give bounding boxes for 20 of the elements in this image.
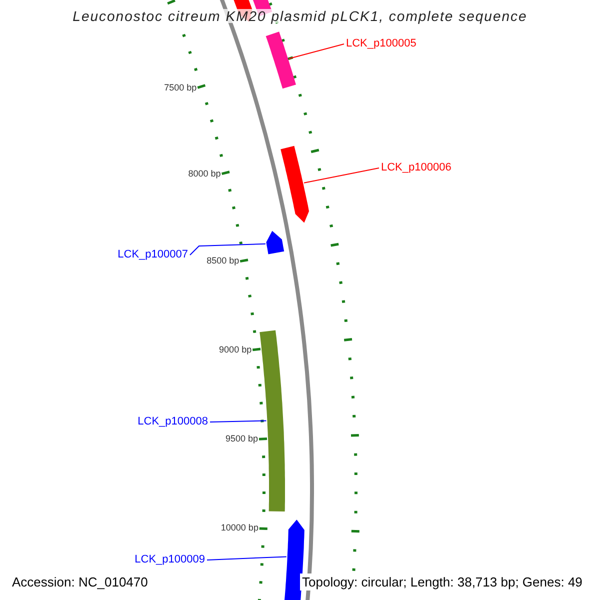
- gene-label: LCK_p100005: [346, 38, 416, 50]
- gene-label: LCK_p100006: [381, 162, 452, 174]
- gene-bar: [266, 32, 296, 89]
- leader-line: [206, 556, 287, 560]
- leader-line: [190, 243, 266, 256]
- summary-text: Topology: circular; Length: 38,713 bp; Genes: 49: [300, 574, 584, 590]
- gene-label: LCK_p100009: [134, 554, 205, 566]
- gene-label: LCK_p100008: [138, 416, 208, 428]
- gene-arrow: [280, 146, 309, 223]
- scale-label: 9000 bp: [219, 345, 252, 354]
- leader-line: [304, 168, 380, 184]
- scale-label: 7500 bp: [164, 84, 197, 93]
- scale-label: 8000 bp: [188, 170, 221, 179]
- scale-label: 10000 bp: [220, 524, 258, 533]
- gene-arrow: [266, 230, 284, 254]
- leader-line: [210, 420, 267, 422]
- gene-bar: [260, 330, 285, 512]
- leader-line: [288, 44, 344, 60]
- gene-label: LCK_p100007: [118, 250, 188, 260]
- scale-label: 8500 bp: [206, 256, 240, 266]
